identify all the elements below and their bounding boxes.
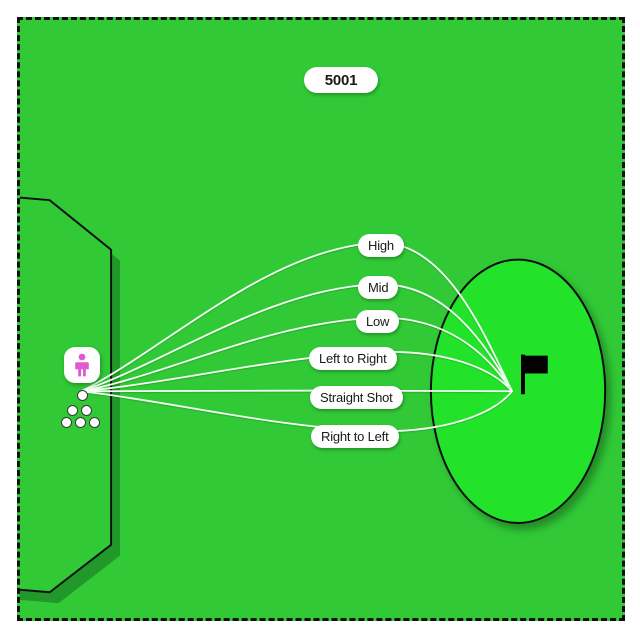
golf-ball-icon <box>67 405 78 416</box>
shot-label-right-to-left[interactable]: Right to Left <box>311 425 399 448</box>
tee-golf-ball-icon[interactable] <box>77 390 88 401</box>
golfer-person-icon <box>72 353 92 377</box>
shot-label-left-to-right[interactable]: Left to Right <box>309 347 397 370</box>
shot-label-high[interactable]: High <box>358 234 404 257</box>
shot-label-mid[interactable]: Mid <box>358 276 399 299</box>
golf-ball-icon <box>89 417 100 428</box>
tee-box[interactable] <box>20 194 113 594</box>
shot-label-straight-shot[interactable]: Straight Shot <box>310 386 403 409</box>
hole-number-badge[interactable]: 5001 <box>304 67 378 93</box>
golf-ball-icon <box>75 417 86 428</box>
shot-line-low[interactable] <box>80 316 513 393</box>
player-badge[interactable] <box>64 347 100 383</box>
golf-ball-icon <box>61 417 72 428</box>
golf-flag-icon[interactable] <box>521 354 548 395</box>
golf-ball-icon <box>81 405 92 416</box>
shot-line-straight[interactable] <box>80 389 513 393</box>
course-canvas: 5001 High Mid Low Left to Right Straight… <box>17 17 625 621</box>
shot-label-low[interactable]: Low <box>356 310 400 333</box>
course-graphics <box>20 20 622 618</box>
